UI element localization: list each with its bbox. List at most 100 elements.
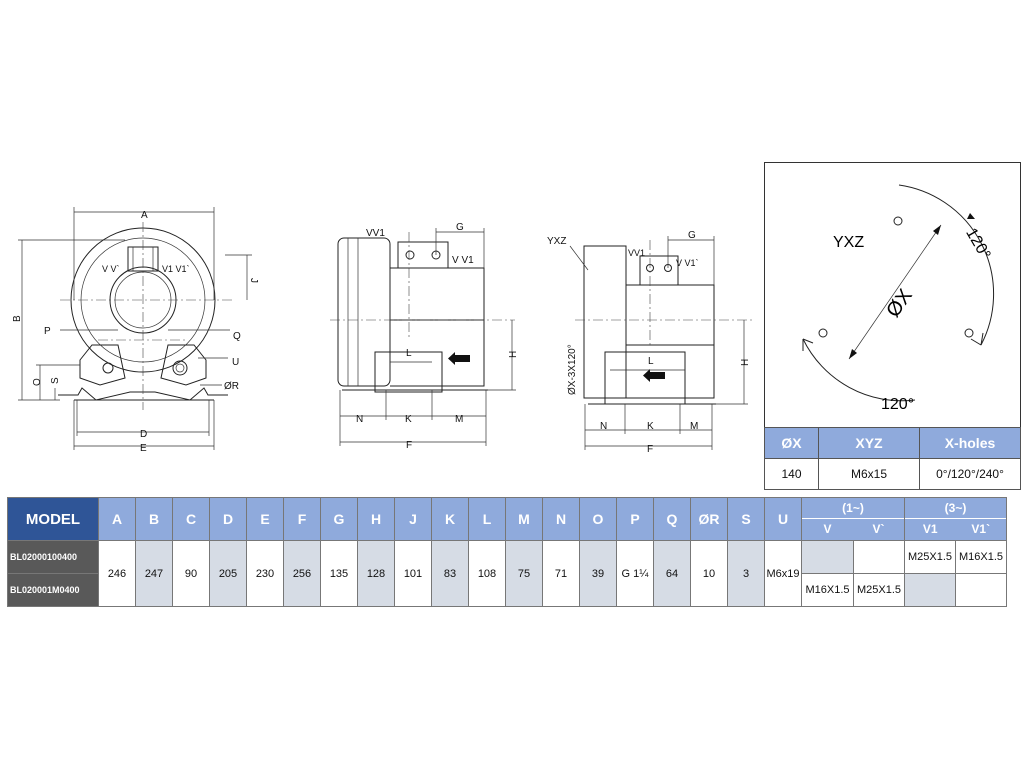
hole-cell-ox: 140 — [764, 458, 819, 490]
dim-value: 75 — [505, 540, 543, 607]
hole-cell-xholes: 0°/120°/240° — [919, 458, 1021, 490]
dim-label-u: U — [232, 357, 239, 368]
voltage-cell — [801, 540, 854, 574]
dim-value: 83 — [431, 540, 469, 607]
hole-cell-xyz: M6x15 — [818, 458, 920, 490]
dim-label-p: P — [44, 326, 51, 337]
side1-label-l: L — [406, 348, 412, 359]
side3-label-hole: ØX-3X120° — [567, 344, 578, 395]
dim-label-o: O — [32, 378, 43, 386]
dim-header: F — [283, 497, 321, 541]
dim-header: N — [542, 497, 580, 541]
dim-value: 205 — [209, 540, 247, 607]
dim-header: D — [209, 497, 247, 541]
dim-header: S — [727, 497, 765, 541]
dim-value: 3 — [727, 540, 765, 607]
dim-header: B — [135, 497, 173, 541]
dim-header: O — [579, 497, 617, 541]
dim-header: E — [246, 497, 284, 541]
port-label-v: V V` — [102, 264, 120, 274]
dim-label-d: D — [140, 429, 147, 440]
dim-header: A — [98, 497, 136, 541]
dim-header: C — [172, 497, 210, 541]
voltage-cell: M16X1.5 — [801, 573, 854, 607]
dim-value: 128 — [357, 540, 395, 607]
dim-value: 108 — [468, 540, 506, 607]
dim-header: J — [394, 497, 432, 541]
dim-header: K — [431, 497, 469, 541]
dim-value: 39 — [579, 540, 617, 607]
voltage-cell: M25X1.5 — [904, 540, 956, 574]
dim-label-s: S — [50, 377, 61, 384]
side3-label-yxz: YXZ — [547, 236, 566, 247]
side3-label-g: G — [688, 230, 696, 241]
side3-label-n: N — [600, 421, 607, 432]
dim-label-e: E — [140, 443, 147, 454]
dim-header: Q — [653, 497, 691, 541]
dim-header: P — [616, 497, 654, 541]
side3-label-h: H — [740, 359, 751, 366]
side1-label-m: M — [455, 414, 463, 425]
side3-label-f: F — [647, 444, 653, 455]
hole-header-xyz: XYZ — [818, 427, 920, 459]
voltage-cell — [853, 540, 905, 574]
side3-label-vv1: VV1 — [628, 248, 645, 258]
side-view-single-phase: VV1 G V V1 H L N K M F — [330, 222, 519, 451]
dim-label-q: Q — [233, 331, 241, 342]
dim-value: M6x19 — [764, 540, 802, 607]
dim-value: 247 — [135, 540, 173, 607]
voltage-cell: M25X1.5 — [853, 573, 905, 607]
side1-label-vv1b: V V1 — [452, 255, 474, 266]
hole-label-angle-1: 120° — [962, 225, 993, 262]
side3-label-k: K — [647, 421, 654, 432]
side1-label-vv1: VV1 — [366, 228, 385, 239]
hole-header-ox: ØX — [764, 427, 819, 459]
model-header: MODEL — [7, 497, 99, 541]
hole-pattern-diagram: YXZ ØX 120° 120° — [802, 184, 995, 413]
dim-value: 101 — [394, 540, 432, 607]
dim-label-b: B — [12, 315, 23, 322]
hole-label-angle-2: 120° — [881, 396, 914, 413]
side3-label-l: L — [648, 356, 654, 367]
dim-value: 64 — [653, 540, 691, 607]
dim-header: ØR — [690, 497, 728, 541]
sub-header-v-prime: V` — [872, 522, 885, 536]
voltage-cell: M16X1.5 — [955, 540, 1007, 574]
side1-label-f: F — [406, 440, 412, 451]
technical-drawings: A B J P Q U O S ØR D E V V` V1 V1` — [12, 207, 755, 455]
voltage-cell — [904, 573, 956, 607]
side3-label-m: M — [690, 421, 698, 432]
side3-label-vv1b: V V1` — [676, 258, 699, 268]
front-view: A B J P Q U O S ØR D E V V` V1 V1` — [12, 207, 259, 454]
dim-header: H — [357, 497, 395, 541]
dim-value: 71 — [542, 540, 580, 607]
dim-value: 10 — [690, 540, 728, 607]
dim-label-j: J — [248, 278, 259, 283]
port-label-v1: V1 V1` — [162, 264, 190, 274]
sub-header-v: V — [823, 522, 832, 536]
dim-header: U — [764, 497, 802, 541]
side1-label-k: K — [405, 414, 412, 425]
dim-header: G — [320, 497, 358, 541]
side1-label-h: H — [508, 351, 519, 358]
dim-value: G 1¼ — [616, 540, 654, 607]
voltage-cell — [955, 573, 1007, 607]
dim-header: M — [505, 497, 543, 541]
dim-label-r: ØR — [224, 381, 239, 392]
dim-value: 230 — [246, 540, 284, 607]
hole-label-diameter: ØX — [882, 285, 917, 321]
dim-value: 256 — [283, 540, 321, 607]
hole-table: ØX XYZ X-holes 140 M6x15 0°/120°/240° — [764, 427, 1021, 490]
sub-header-v1-prime: V1` — [971, 522, 991, 536]
hole-header-xholes: X-holes — [919, 427, 1021, 459]
dim-value: 246 — [98, 540, 136, 607]
side1-label-g: G — [456, 222, 464, 233]
hole-label-yxz: YXZ — [833, 234, 864, 251]
side-view-three-phase: YXZ VV1 G V V1` ØX-3X120° H L N K M F — [547, 230, 755, 455]
dim-header: L — [468, 497, 506, 541]
dim-value: 90 — [172, 540, 210, 607]
